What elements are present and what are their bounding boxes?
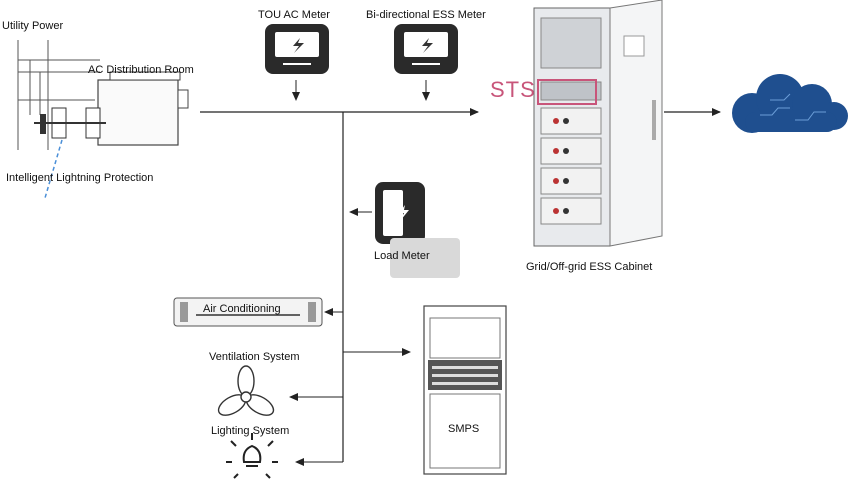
tou-ac-meter-icon — [265, 24, 329, 74]
utility-tower — [17, 40, 100, 150]
lightning-protection-device — [34, 107, 106, 139]
sts-label: STS — [490, 77, 536, 102]
ess-cabinet-label: Grid/Off-grid ESS Cabinet — [526, 261, 653, 273]
cloud-icon — [732, 74, 848, 133]
ess-meter-icon — [394, 24, 458, 74]
ventilation-system-label: Ventilation System — [209, 351, 300, 363]
ess-cabinet — [533, 0, 663, 247]
ground-line — [44, 139, 63, 199]
smps-label: SMPS — [448, 423, 480, 435]
ac-distribution-box — [97, 71, 189, 146]
fan-icon — [217, 365, 275, 416]
ess-meter-label: Bi-directional ESS Meter — [366, 9, 486, 21]
load-meter-icon — [375, 182, 425, 244]
lightning-protection-label: Intelligent Lightning Protection — [6, 172, 154, 184]
light-bulb-icon — [226, 433, 278, 479]
tou-ac-meter-label: TOU AC Meter — [258, 9, 330, 21]
cloud-circuit-pattern — [760, 93, 826, 121]
air-conditioner-icon — [173, 297, 323, 327]
load-meter-label-bg — [390, 238, 460, 278]
load-meter-label: Load Meter — [374, 250, 430, 262]
lighting-system-label: Lighting System — [211, 425, 290, 437]
sts-highlight-box — [537, 79, 597, 105]
utility-power-label: Utility Power — [2, 20, 64, 32]
ac-distribution-room-label: AC Distribution Room — [88, 64, 194, 76]
smps-cabinet — [423, 305, 507, 475]
air-conditioning-label: Air Conditioning — [203, 303, 281, 315]
